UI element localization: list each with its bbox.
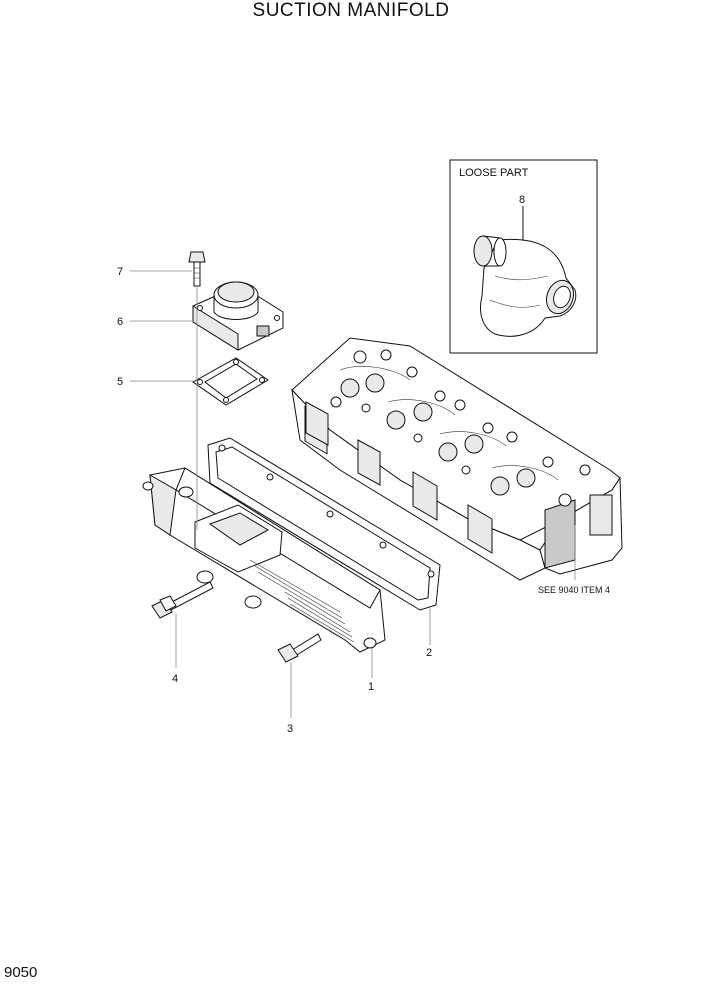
part-2-manifold-gasket bbox=[207, 437, 441, 611]
part-4-long-bolt bbox=[151, 581, 214, 619]
page-title: SUCTION MANIFOLD bbox=[252, 0, 450, 21]
cylinder-head bbox=[291, 337, 623, 581]
callout-7: 7 bbox=[117, 266, 123, 278]
callout-1: 1 bbox=[368, 681, 374, 693]
part-1-intake-manifold bbox=[142, 467, 386, 653]
page-number: 9050 bbox=[4, 964, 38, 981]
reference-note: SEE 9040 ITEM 4 bbox=[538, 585, 610, 595]
callout-2: 2 bbox=[426, 647, 432, 659]
callout-5: 5 bbox=[117, 376, 123, 388]
callout-3: 3 bbox=[287, 723, 293, 735]
head-top-ports bbox=[330, 349, 591, 507]
part-7-flange-bolt bbox=[188, 251, 206, 287]
inset-label: LOOSE PART bbox=[459, 167, 529, 179]
loose-part-inset: LOOSE PART 8 bbox=[449, 159, 598, 354]
part-6-inlet-flange bbox=[192, 281, 284, 351]
callout-4: 4 bbox=[172, 673, 178, 685]
callout-8: 8 bbox=[519, 194, 525, 206]
part-5-flange-gasket bbox=[192, 357, 269, 406]
part-8-elbow-hose bbox=[473, 235, 577, 337]
part-3-short-bolt bbox=[277, 633, 322, 663]
callout-6: 6 bbox=[117, 316, 123, 328]
